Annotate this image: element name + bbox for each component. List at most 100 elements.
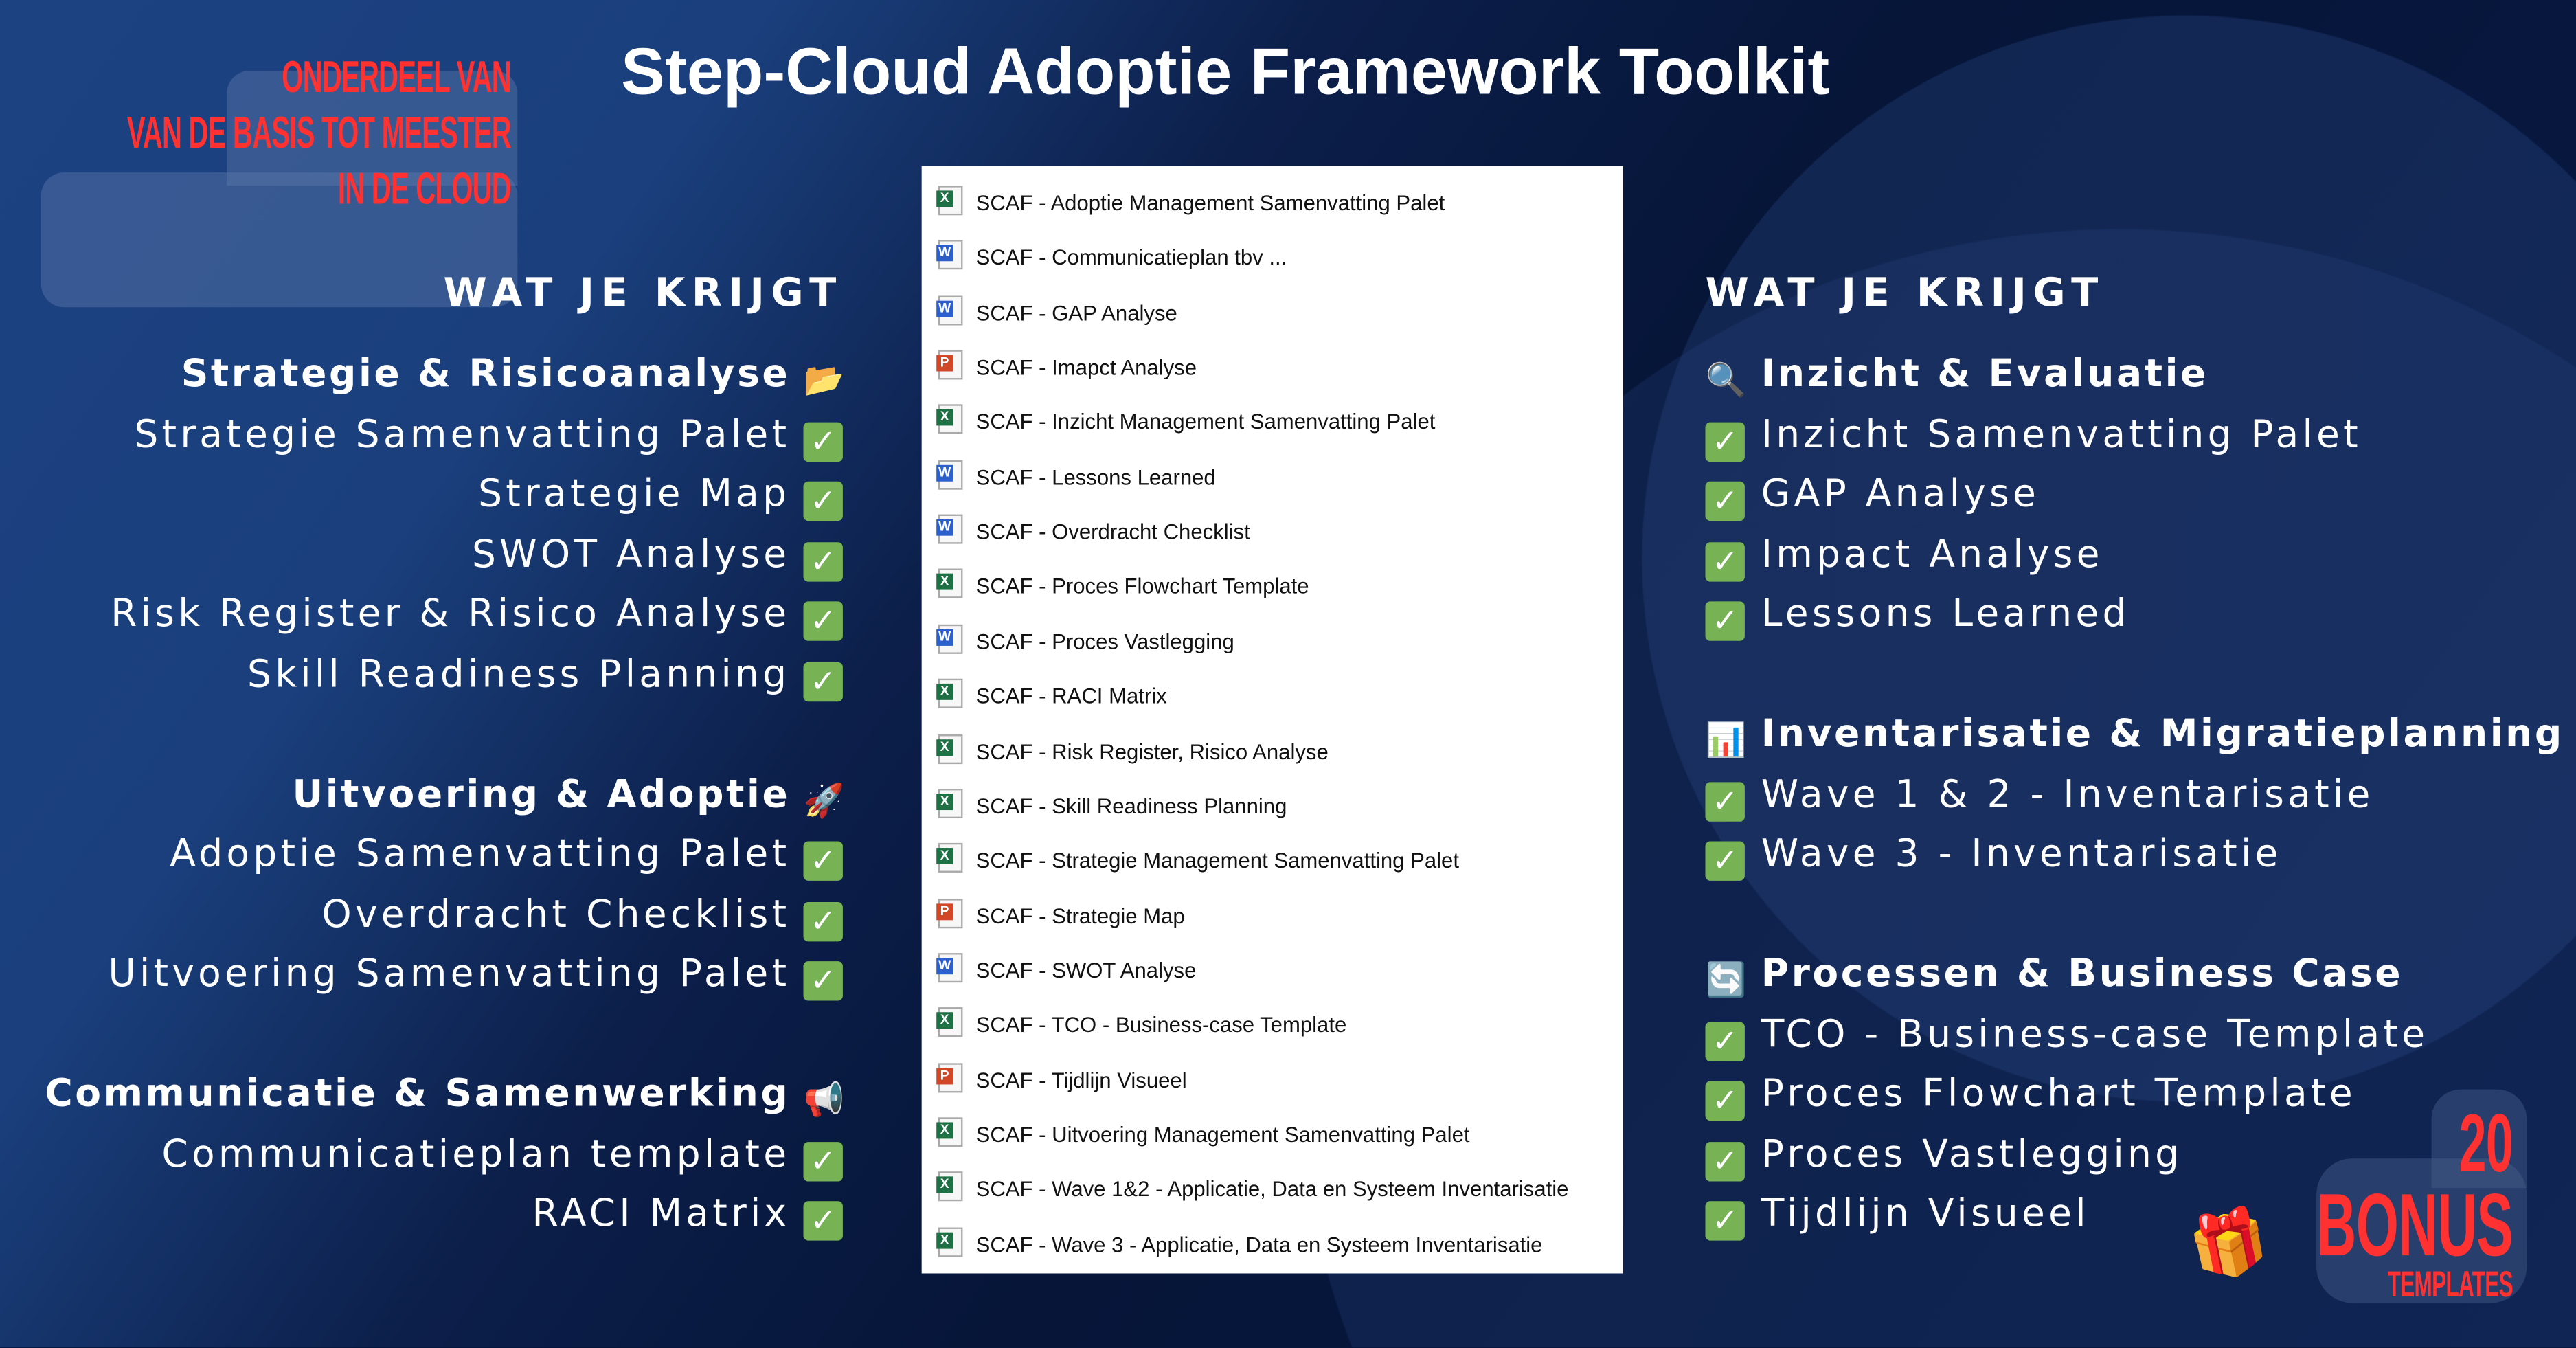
right-feature-column: WAT JE KRIJGT 🔍 Inzicht & Evaluatie ✓Inzic…	[1705, 263, 2564, 1245]
badge-background	[41, 172, 518, 308]
checkmark-icon: ✓	[1705, 781, 1745, 821]
feature-label: SWOT Analyse	[471, 533, 791, 576]
word-file-icon: W	[936, 624, 963, 654]
section-heading: 📊Inventarisatie & Migratieplanning	[1705, 705, 2564, 765]
excel-file-icon: X	[936, 733, 963, 763]
word-file-icon: W	[936, 952, 963, 982]
folder-icon: 📂	[803, 359, 845, 400]
right-heading: WAT JE KRIJGT	[1705, 269, 2105, 316]
megaphone-icon: 📢	[803, 1079, 845, 1119]
file-name: SCAF - GAP Analyse	[975, 300, 1177, 325]
section-spacer	[45, 705, 843, 765]
file-list-item[interactable]: W SCAF - Overdracht Checklist	[936, 514, 1250, 548]
excel-file-icon: X	[936, 843, 963, 873]
file-name: SCAF - Lessons Learned	[975, 464, 1216, 490]
file-name: SCAF - SWOT Analyse	[975, 958, 1197, 982]
feature-label: Lessons Learned	[1761, 593, 2130, 636]
feature-item: ✓Wave 1 & 2 - Inventarisatie	[1705, 765, 2564, 824]
badge-line-2: VAN DE BASIS TOT MEESTER	[126, 108, 512, 158]
section-spacer	[45, 1004, 843, 1064]
feature-item: Strategie Samenvatting Palet ✓	[45, 405, 843, 465]
feature-item: ✓Lessons Learned	[1705, 585, 2564, 644]
file-name: SCAF - Strategie Management Samenvatting…	[975, 848, 1459, 873]
checkmark-icon: ✓	[803, 601, 843, 641]
file-list-item[interactable]: P SCAF - Tijdlijn Visueel	[936, 1062, 1187, 1095]
word-file-icon: W	[936, 514, 963, 544]
badge-line-1: ONDERDEEL VAN	[282, 52, 511, 102]
feature-label: Tijdlijn Visueel	[1761, 1193, 2090, 1236]
powerpoint-file-icon: P	[936, 898, 963, 928]
excel-file-icon: X	[936, 405, 963, 435]
file-name: SCAF - Overdracht Checklist	[975, 519, 1250, 544]
bonus-badge-background	[2316, 1158, 2527, 1303]
section-heading: Communicatie & Samenwerking 📢	[45, 1065, 845, 1125]
word-file-icon: W	[936, 295, 963, 325]
file-name: SCAF - Risk Register, Risico Analyse	[975, 739, 1329, 763]
section-heading: 🔄Processen & Business Case	[1705, 945, 2564, 1004]
checkmark-icon: ✓	[803, 961, 843, 1001]
file-name: SCAF - Proces Flowchart Template	[975, 574, 1309, 599]
feature-item: Strategie Map✓	[45, 465, 843, 525]
feature-label: Overdracht Checklist	[321, 892, 791, 936]
feature-item: Overdracht Checklist✓	[45, 885, 843, 945]
section-title: Inventarisatie & Migratieplanning	[1761, 712, 2564, 756]
section-title: Uitvoering & Adoptie	[292, 773, 791, 816]
rocket-icon: 🚀	[803, 779, 845, 820]
feature-item: ✓Inzicht Samenvatting Palet	[1705, 405, 2564, 465]
section-spacer	[1705, 645, 2564, 705]
file-name: SCAF - Inzicht Management Samenvatting P…	[975, 409, 1436, 435]
feature-item: RACI Matrix✓	[45, 1184, 843, 1244]
file-list-item[interactable]: W SCAF - GAP Analyse	[936, 295, 1177, 328]
feature-item: ✓Tijdlijn Visueel	[1705, 1184, 2564, 1244]
feature-item: ✓Wave 3 - Inventarisatie	[1705, 825, 2564, 885]
file-name: SCAF - Skill Readiness Planning	[975, 793, 1287, 818]
feature-item: Skill Readiness Planning✓	[45, 645, 843, 705]
feature-item: Communicatieplan template✓	[45, 1125, 843, 1184]
bonus-badge-background	[2431, 1089, 2527, 1189]
section-title: Inzicht & Evaluatie	[1761, 353, 2208, 396]
feature-label: Uitvoering Samenvatting Palet	[108, 953, 791, 996]
file-list-item[interactable]: W SCAF - SWOT Analyse	[936, 952, 1197, 986]
feature-label: Proces Vastlegging	[1761, 1133, 2183, 1176]
bonus-label: BONUS	[2317, 1176, 2514, 1275]
excel-file-icon: X	[936, 679, 963, 709]
file-list-item[interactable]: X SCAF - Risk Register, Risico Analyse	[936, 733, 1329, 767]
file-list-item[interactable]: X SCAF - Inzicht Management Samenvatting …	[936, 405, 1436, 438]
bonus-badge: 20 BONUS TEMPLATES	[2197, 1103, 2514, 1303]
magnifier-icon: 🔍	[1705, 359, 1747, 400]
checkmark-icon: ✓	[803, 541, 843, 581]
feature-label: Communicatieplan template	[161, 1133, 791, 1176]
file-list-item[interactable]: X SCAF - Strategie Management Samenvattin…	[936, 843, 1459, 876]
feature-item: ✓Impact Analyse	[1705, 525, 2564, 585]
feature-item: ✓TCO - Business-case Template	[1705, 1004, 2564, 1064]
checkmark-icon: ✓	[1705, 1021, 1745, 1061]
excel-file-icon: X	[936, 1171, 963, 1202]
file-name: SCAF - Imapct Analyse	[975, 355, 1197, 380]
feature-item: Adoptie Samenvatting Palet✓	[45, 825, 843, 885]
feature-label: Adoptie Samenvatting Palet	[170, 833, 791, 876]
section-heading: 🔍 Inzicht & Evaluatie	[1705, 345, 2564, 405]
checkmark-icon: ✓	[803, 421, 843, 461]
powerpoint-file-icon: P	[936, 1062, 963, 1092]
checkmark-icon: ✓	[1705, 421, 1745, 461]
feature-label: Wave 3 - Inventarisatie	[1761, 833, 2282, 876]
file-name: SCAF - Tijdlijn Visueel	[975, 1067, 1187, 1092]
checkmark-icon: ✓	[803, 481, 843, 521]
section-title: Communicatie & Samenwerking	[45, 1072, 791, 1116]
excel-file-icon: X	[936, 569, 963, 599]
file-list-item[interactable]: X SCAF - Proces Flowchart Template	[936, 569, 1309, 603]
feature-label: Strategie Samenvatting Palet	[134, 413, 791, 456]
